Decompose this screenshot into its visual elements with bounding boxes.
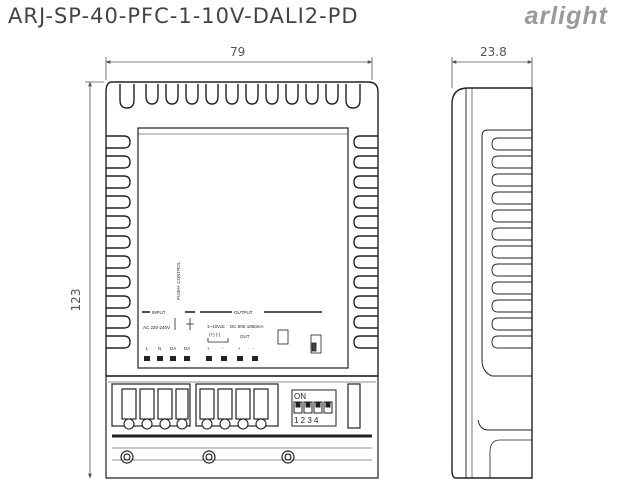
left-vent-slots: [106, 135, 131, 349]
dip-switch-on-label: ON: [294, 392, 306, 401]
terminal-plus1-label: +: [207, 346, 210, 351]
terminal-da2-label: DA: [184, 346, 190, 351]
plate-markings: [142, 311, 322, 354]
top-vent-slots: [119, 84, 361, 109]
terminal-plus2-label: +: [238, 346, 241, 351]
width-label: 79: [230, 45, 245, 59]
terminal-minus1-label: -: [222, 346, 224, 351]
height-dimension: [85, 81, 104, 479]
depth-dimension: [451, 57, 533, 88]
dim-signal-sub-label: (+) (-): [209, 332, 221, 337]
output-label: OUTPUT: [234, 310, 253, 315]
output-range-label: DC 500-1050mA: [230, 324, 264, 329]
push-control-label: PUSH+ CONTROL: [176, 261, 181, 300]
brand-logo: arlight: [524, 2, 608, 30]
front-view: [105, 81, 379, 377]
terminal-screws: [123, 418, 267, 430]
right-vent-slots: [353, 135, 378, 349]
height-label: 123: [69, 289, 83, 312]
depth-label: 23.8: [480, 45, 507, 59]
terminal-minus2-label: -: [253, 346, 255, 351]
mount-holes: [120, 450, 295, 464]
product-title: ARJ-SP-40-PFC-1-10V-DALI2-PD: [8, 4, 359, 28]
terminal-n-label: N: [158, 346, 161, 351]
dip-switch-numbers: 1 2 3 4: [294, 416, 319, 425]
side-fins: [491, 137, 532, 349]
dim-signal-label: 1~10Vdc: [207, 324, 226, 329]
width-dimension: [105, 57, 373, 80]
terminal-da1-label: DA: [170, 346, 176, 351]
terminal-l-label: L: [146, 346, 149, 351]
terminal-pads: [144, 356, 258, 361]
label-plate: [137, 127, 349, 369]
out-label: OUT: [240, 334, 250, 339]
input-label: INPUT: [152, 310, 166, 315]
side-view: [451, 87, 533, 479]
input-range-label: AC 220-240V: [143, 325, 170, 330]
dip-switch: [291, 389, 337, 427]
